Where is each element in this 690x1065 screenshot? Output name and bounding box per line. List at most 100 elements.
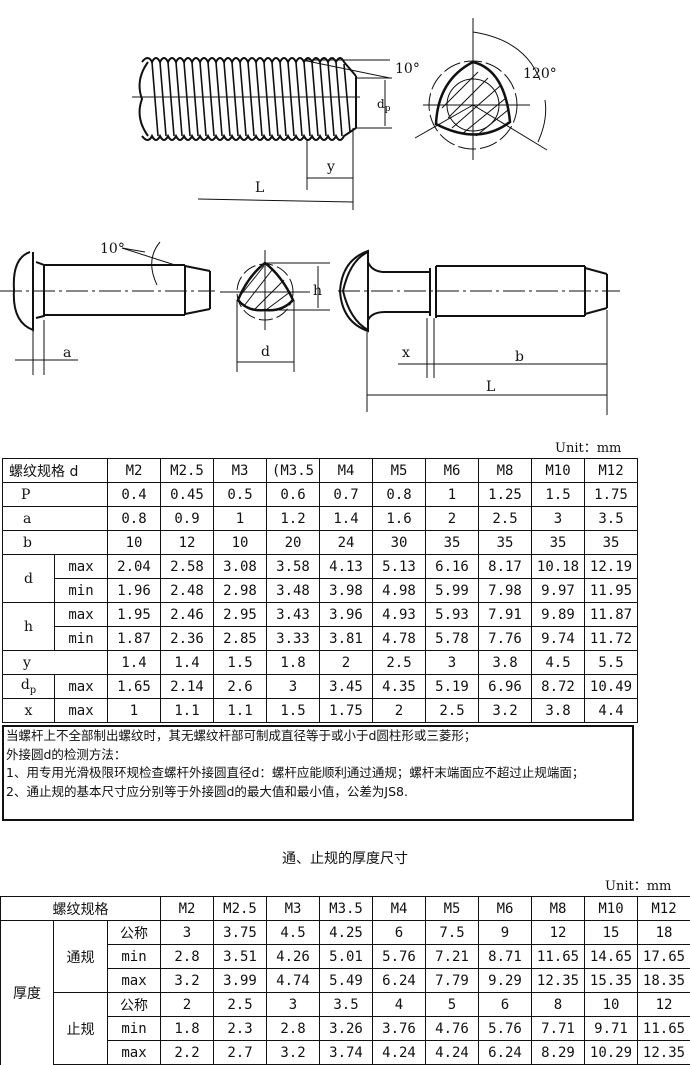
col-header: M4 (373, 897, 426, 921)
cell: 1.8 (161, 1017, 214, 1041)
cell: 18.35 (638, 969, 690, 993)
cell: 6 (479, 993, 532, 1017)
cell: 12.35 (638, 1041, 690, 1065)
tri-lobe-section-figure (415, 18, 547, 160)
cell: 9.89 (532, 603, 585, 627)
cell: 4.4 (585, 699, 638, 723)
cell: 4.78 (373, 627, 426, 651)
row-label: y (3, 651, 108, 675)
svg-text:y: y (326, 159, 335, 175)
svg-text:120°: 120° (523, 66, 557, 82)
cell: 3.5 (320, 993, 373, 1017)
cell: 11.87 (585, 603, 638, 627)
svg-text:a: a (63, 345, 71, 361)
row-label: x (3, 699, 55, 723)
cell: 3.33 (267, 627, 320, 651)
col-header: M3.5 (320, 897, 373, 921)
sub-label: max (55, 675, 108, 699)
cell: 2.48 (161, 579, 214, 603)
cell: 3.8 (532, 699, 585, 723)
cell: 12 (638, 993, 690, 1017)
col-header: M8 (532, 897, 585, 921)
cell: 5.99 (426, 579, 479, 603)
tri-lobe-small-section-figure (220, 250, 330, 372)
cell: 2.5 (479, 507, 532, 531)
table2-unit: Unit：mm (605, 875, 671, 894)
cell: 4.24 (426, 1041, 479, 1065)
cell: 8.72 (532, 675, 585, 699)
cell: 2.8 (161, 945, 214, 969)
cell: 1.4 (161, 651, 214, 675)
cell: 3.81 (320, 627, 373, 651)
cell: 0.4 (108, 483, 161, 507)
cell: 3.8 (479, 651, 532, 675)
cell: 6.16 (426, 555, 479, 579)
cell: 1.4 (108, 651, 161, 675)
col-header: M3 (267, 897, 320, 921)
cell: 4.5 (532, 651, 585, 675)
round-head-shank-figure (0, 242, 215, 375)
no-go-gauge-label: 止规 (54, 993, 108, 1065)
cell: 2 (426, 507, 479, 531)
cell: 2.5 (214, 993, 267, 1017)
cell: 2.2 (161, 1041, 214, 1065)
cell: 3.5 (585, 507, 638, 531)
cell: 2.04 (108, 555, 161, 579)
table-header-row: 螺纹规格 M2 M2.5 M3 M3.5 M4 M5 M6 M8 M10 M12 (1, 897, 690, 921)
cell: 10 (214, 531, 267, 555)
row-label: dp (3, 675, 55, 699)
cell: 10 (108, 531, 161, 555)
cell: 4.76 (426, 1017, 479, 1041)
cell: 7.21 (426, 945, 479, 969)
cell: 7.91 (479, 603, 532, 627)
cell: 5.5 (585, 651, 638, 675)
cell: 0.45 (161, 483, 214, 507)
col-header: M8 (479, 459, 532, 483)
note-line: 外接圆d的检测方法： (6, 746, 632, 765)
svg-text:10°: 10° (100, 241, 125, 257)
cell: 2.98 (214, 579, 267, 603)
cell: 3.98 (320, 579, 373, 603)
row-label: a (3, 507, 108, 531)
cell: 1.8 (267, 651, 320, 675)
cell: 1.6 (373, 507, 426, 531)
cell: 30 (373, 531, 426, 555)
cell: 3.74 (320, 1041, 373, 1065)
cell: 5 (426, 993, 479, 1017)
cell: 10.29 (585, 1041, 638, 1065)
svg-text:dp: dp (377, 97, 391, 114)
cell: 1.75 (585, 483, 638, 507)
cell: 4.98 (373, 579, 426, 603)
thickness-label: 厚度 (1, 921, 54, 1065)
cell: 5.93 (426, 603, 479, 627)
cell: 1.25 (479, 483, 532, 507)
col-header: M6 (479, 897, 532, 921)
cell: 8 (532, 993, 585, 1017)
cell: 1 (214, 507, 267, 531)
cell: 1.4 (320, 507, 373, 531)
cell: 4.13 (320, 555, 373, 579)
cell: 3 (532, 507, 585, 531)
sub-label: 公称 (108, 921, 161, 945)
cell: 0.5 (214, 483, 267, 507)
cell: 1 (426, 483, 479, 507)
col-header: M12 (638, 897, 690, 921)
cell: 7.98 (479, 579, 532, 603)
cell: 3 (267, 675, 320, 699)
cell: 1.2 (267, 507, 320, 531)
technical-drawings: 10° dp y L 120° (0, 0, 690, 430)
cell: 35 (585, 531, 638, 555)
cell: 0.7 (320, 483, 373, 507)
round-head-partial-thread-figure (338, 251, 620, 415)
cell: 3.96 (320, 603, 373, 627)
cell: 11.65 (638, 1017, 690, 1041)
row-label: P (3, 483, 108, 507)
cell: 2.6 (214, 675, 267, 699)
sub-label: max (55, 699, 108, 723)
